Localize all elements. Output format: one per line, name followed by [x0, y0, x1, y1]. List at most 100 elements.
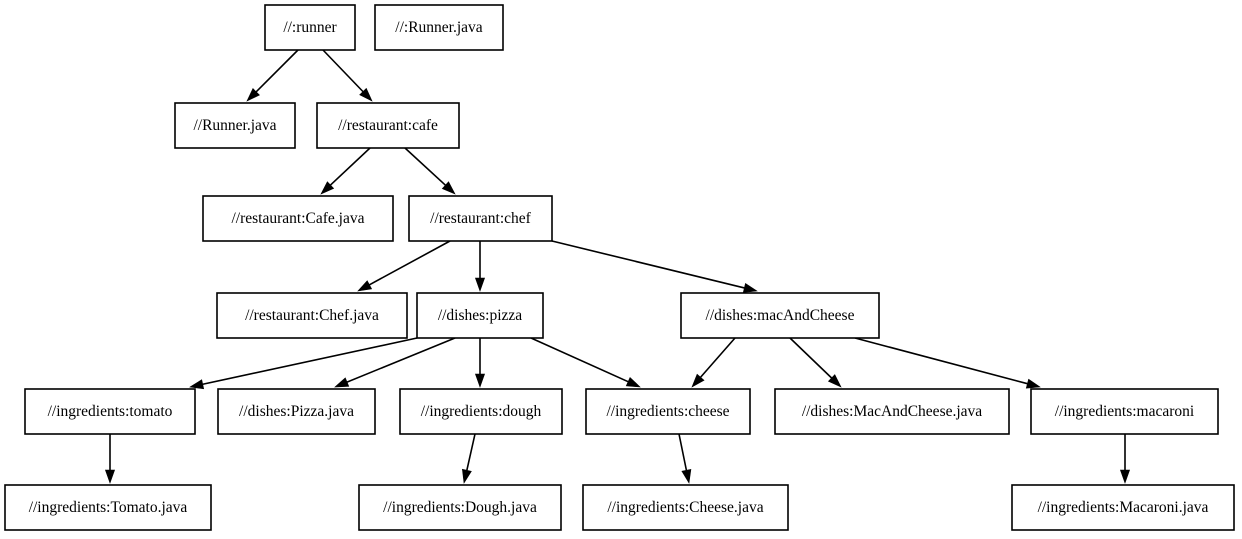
arrowhead-icon — [742, 282, 758, 293]
node-box[interactable] — [774, 388, 1010, 435]
edge-line — [322, 49, 364, 93]
edge-dishes_pizza-to-ing_tomato — [189, 337, 418, 390]
nodes-layer: //:runner //:Runner.java //Runner.java //re… — [4, 4, 1235, 531]
node-label: //dishes:macAndCheese — [706, 307, 855, 324]
arrowhead-icon — [359, 87, 373, 102]
node-label: //ingredients:Cheese.java — [607, 499, 763, 516]
node-label: //ingredients:dough — [421, 403, 542, 420]
edge-restaurant_cafe-to-restaurant_chef — [404, 147, 456, 195]
node-label: //ingredients:macaroni — [1055, 403, 1195, 420]
graph-node-runner_java[interactable]: //Runner.java — [174, 102, 296, 149]
node-label: //:Runner.java — [395, 19, 483, 36]
graph-node-dough_java[interactable]: //ingredients:Dough.java — [358, 484, 562, 531]
node-box[interactable] — [1030, 388, 1219, 435]
edge-restaurant_chef-to-dishes_pizza — [474, 241, 486, 292]
node-box[interactable] — [582, 484, 789, 531]
node-label: //ingredients:Dough.java — [383, 499, 537, 516]
node-label: //restaurant:Chef.java — [245, 307, 379, 324]
edge-line — [854, 337, 1028, 385]
graph-node-cafe_java[interactable]: //restaurant:Cafe.java — [202, 195, 394, 242]
arrowhead-icon — [462, 468, 472, 484]
edge-line — [530, 337, 629, 383]
edge-line — [255, 49, 299, 93]
edge-mac_and_cheese-to-mac_cheese_java — [789, 337, 842, 388]
arrowhead-icon — [691, 373, 705, 388]
node-box[interactable] — [217, 388, 376, 435]
edge-line — [329, 147, 371, 186]
node-label: //ingredients:Tomato.java — [29, 499, 188, 516]
arrowhead-icon — [441, 181, 456, 195]
node-box[interactable] — [24, 388, 196, 435]
edge-restaurant_chef-to-mac_and_cheese — [551, 240, 758, 293]
node-box[interactable] — [358, 484, 562, 531]
edge-ing_cheese-to-cheese_java — [678, 433, 692, 484]
node-box[interactable] — [202, 195, 394, 242]
node-box[interactable] — [408, 195, 553, 242]
node-label: //Runner.java — [193, 117, 276, 134]
graph-node-ing_cheese[interactable]: //ingredients:cheese — [585, 388, 751, 435]
graph-node-dishes_pizza[interactable]: //dishes:pizza — [416, 292, 544, 339]
edge-restaurant_cafe-to-cafe_java — [320, 147, 371, 195]
graph-node-runner[interactable]: //:runner — [264, 4, 356, 51]
graph-node-mac_and_cheese[interactable]: //dishes:macAndCheese — [680, 292, 880, 339]
graph-node-ing_macaroni[interactable]: //ingredients:macaroni — [1030, 388, 1219, 435]
node-box[interactable] — [316, 102, 460, 149]
edge-line — [678, 433, 688, 471]
edge-line — [699, 337, 736, 378]
edge-runner-to-restaurant_cafe — [322, 49, 373, 102]
edge-ing_tomato-to-tomato_java — [104, 434, 116, 484]
graph-node-tomato_java[interactable]: //ingredients:Tomato.java — [4, 484, 212, 531]
edge-line — [346, 337, 456, 383]
edge-line — [551, 240, 745, 289]
graph-node-runner_java_root[interactable]: //:Runner.java — [374, 4, 504, 51]
arrowhead-icon — [357, 280, 373, 292]
edge-mac_and_cheese-to-ing_macaroni — [854, 337, 1041, 389]
graph-node-ing_dough[interactable]: //ingredients:dough — [399, 388, 563, 435]
graph-node-restaurant_chef[interactable]: //restaurant:chef — [408, 195, 553, 242]
node-label: //dishes:Pizza.java — [239, 403, 354, 420]
arrowhead-icon — [625, 376, 641, 388]
edge-line — [369, 240, 451, 286]
graph-node-mac_cheese_java[interactable]: //dishes:MacAndCheese.java — [774, 388, 1010, 435]
edge-dishes_pizza-to-ing_cheese — [530, 337, 641, 388]
arrowhead-icon — [246, 88, 260, 102]
node-box[interactable] — [264, 4, 356, 51]
node-box[interactable] — [399, 388, 563, 435]
edge-dishes_pizza-to-ing_dough — [474, 338, 486, 388]
node-label: //dishes:MacAndCheese.java — [802, 403, 982, 420]
edge-dishes_pizza-to-pizza_java — [334, 337, 456, 388]
node-label: //restaurant:cafe — [338, 117, 438, 134]
arrowhead-icon — [104, 469, 116, 484]
node-box[interactable] — [4, 484, 212, 531]
node-box[interactable] — [1011, 484, 1235, 531]
graph-node-chef_java[interactable]: //restaurant:Chef.java — [216, 292, 408, 339]
edge-runner-to-runner_java — [246, 49, 299, 102]
node-box[interactable] — [416, 292, 544, 339]
arrowhead-icon — [827, 374, 842, 388]
node-label: //restaurant:chef — [430, 210, 532, 227]
edge-ing_dough-to-dough_java — [462, 433, 476, 484]
node-label: //restaurant:Cafe.java — [232, 210, 365, 227]
edge-line — [466, 433, 476, 471]
edge-line — [789, 337, 833, 379]
arrowhead-icon — [189, 379, 205, 390]
node-box[interactable] — [374, 4, 504, 51]
arrowhead-icon — [1025, 378, 1041, 389]
node-label: //:runner — [283, 19, 337, 36]
graph-node-cheese_java[interactable]: //ingredients:Cheese.java — [582, 484, 789, 531]
edge-ing_macaroni-to-macaroni_java — [1119, 434, 1131, 484]
graph-node-restaurant_cafe[interactable]: //restaurant:cafe — [316, 102, 460, 149]
node-box[interactable] — [174, 102, 296, 149]
node-box[interactable] — [680, 292, 880, 339]
graph-node-ing_tomato[interactable]: //ingredients:tomato — [24, 388, 196, 435]
edge-line — [202, 337, 418, 386]
graph-node-pizza_java[interactable]: //dishes:Pizza.java — [217, 388, 376, 435]
arrowhead-icon — [334, 377, 350, 388]
node-label: //ingredients:cheese — [606, 403, 729, 420]
edge-restaurant_chef-to-chef_java — [357, 240, 451, 292]
node-box[interactable] — [216, 292, 408, 339]
arrowhead-icon — [681, 468, 692, 484]
node-box[interactable] — [585, 388, 751, 435]
graph-node-macaroni_java[interactable]: //ingredients:Macaroni.java — [1011, 484, 1235, 531]
